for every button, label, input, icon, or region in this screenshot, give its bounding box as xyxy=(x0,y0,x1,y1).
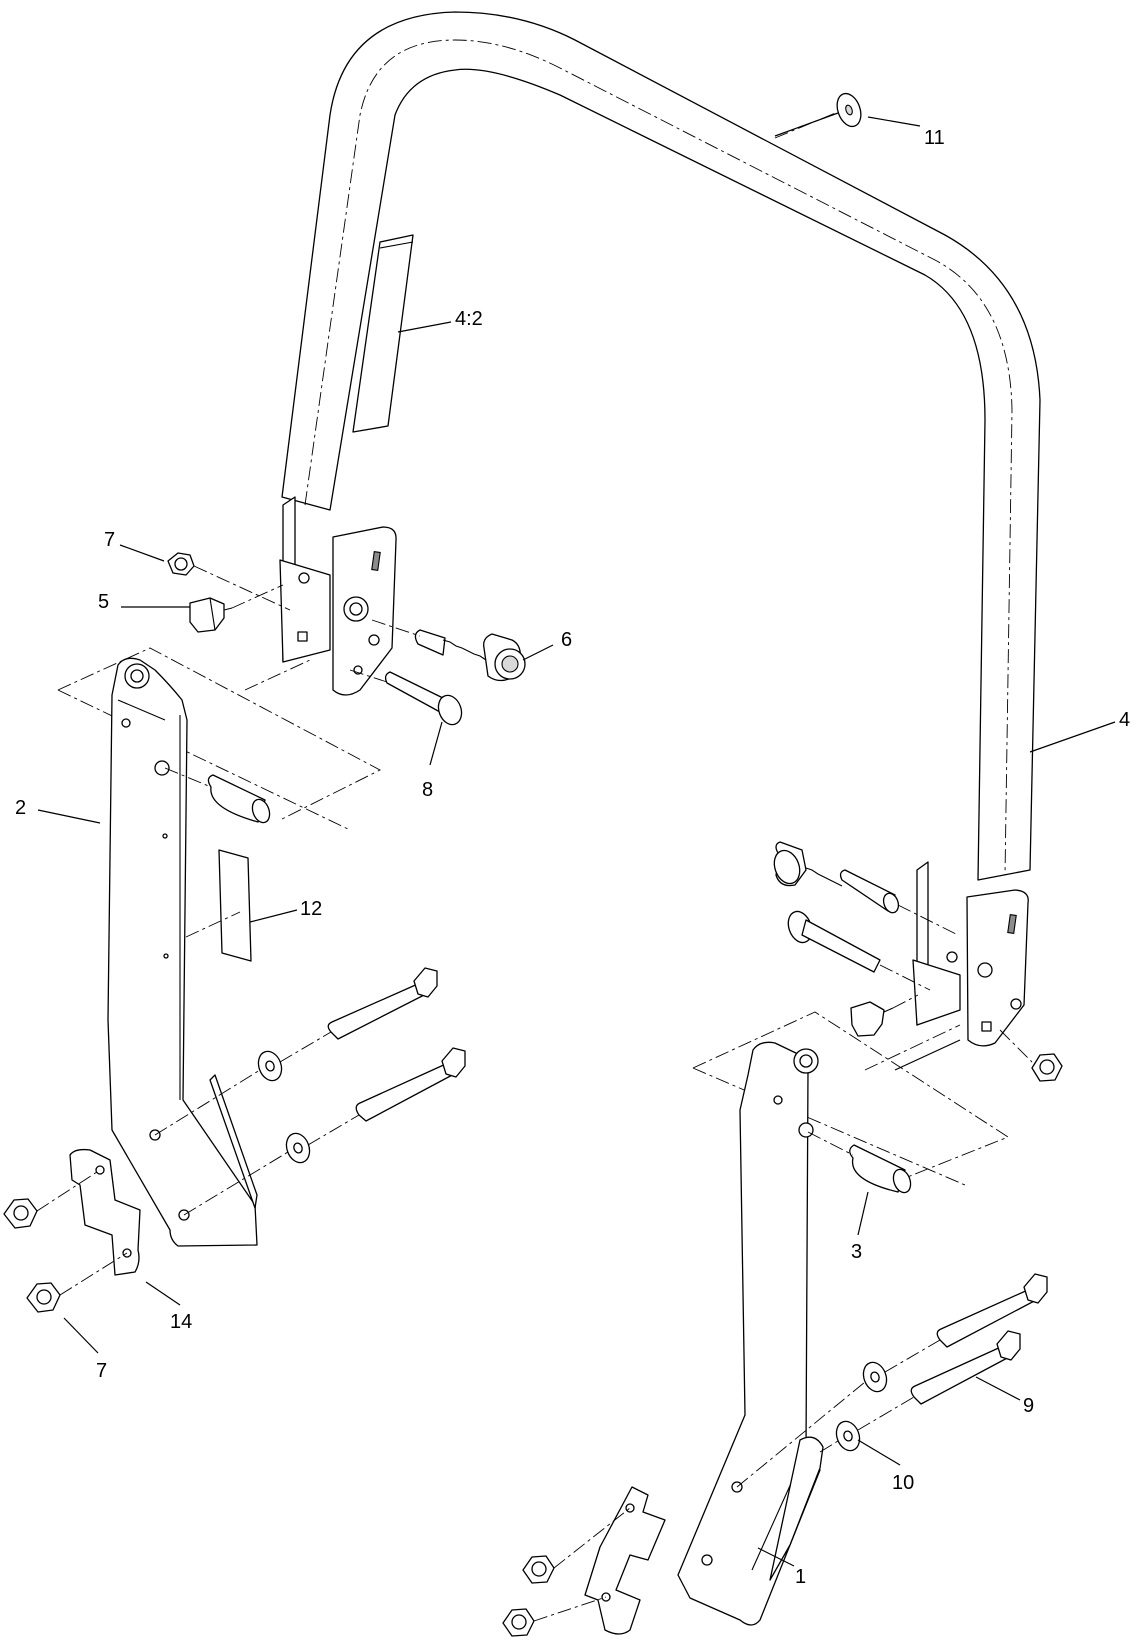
bolt-right-lower xyxy=(910,1330,1021,1405)
left-upright xyxy=(107,657,258,1247)
callout-14: 14 xyxy=(170,1311,192,1333)
spacer-left xyxy=(207,774,271,824)
callout-6: 6 xyxy=(561,629,572,651)
flange-nut-lower-right-1 xyxy=(522,1555,555,1584)
callout-2: 2 xyxy=(15,797,26,819)
spring-pin-right xyxy=(773,841,900,914)
washer-right-upper xyxy=(862,1361,888,1393)
callout-7-lower: 7 xyxy=(96,1360,107,1382)
washer-left-lower xyxy=(285,1132,311,1164)
washer-left-upper xyxy=(257,1050,283,1082)
clevis-pin-left xyxy=(384,671,463,726)
callout-9: 9 xyxy=(1023,1395,1034,1417)
clevis-pin-right xyxy=(787,910,881,973)
spring-pin-left xyxy=(414,629,526,682)
callout-11: 11 xyxy=(924,127,945,149)
decal-left xyxy=(218,849,252,962)
roll-bar-right-bracket xyxy=(912,861,1029,1047)
roll-bar-hoop xyxy=(281,11,1041,881)
spacer-right xyxy=(849,1144,912,1194)
bolt-left-upper xyxy=(327,967,438,1040)
bolt-left-lower xyxy=(355,1047,466,1122)
callout-1: 1 xyxy=(795,1566,806,1588)
leader-lines xyxy=(37,112,1116,1567)
callout-4-2: 4:2 xyxy=(455,308,483,330)
backing-plate-left xyxy=(69,1148,141,1276)
callout-5: 5 xyxy=(98,591,109,613)
callout-7-upper: 7 xyxy=(104,529,115,551)
washer-right-lower xyxy=(835,1420,861,1452)
bumper-washer xyxy=(836,92,862,128)
flange-nut-lower-left-1 xyxy=(3,1198,38,1229)
callout-12: 12 xyxy=(300,898,322,920)
flange-nut-upper-left xyxy=(167,552,195,576)
roll-bar-decal xyxy=(352,234,414,433)
callout-10: 10 xyxy=(892,1472,914,1494)
roll-bar-left-bracket xyxy=(279,496,397,696)
backing-plate-right xyxy=(584,1486,666,1635)
knob-right xyxy=(850,1001,894,1037)
right-upright xyxy=(677,1041,824,1626)
callout-8: 8 xyxy=(422,779,433,801)
callout-3: 3 xyxy=(851,1241,862,1263)
flange-nut-upper-right xyxy=(1031,1053,1063,1082)
knob-left xyxy=(189,597,233,633)
bolt-right-upper xyxy=(936,1273,1048,1348)
flange-nut-lower-right-2 xyxy=(502,1608,535,1637)
flange-nut-lower-left-2 xyxy=(26,1282,61,1313)
callout-4: 4 xyxy=(1119,709,1130,731)
